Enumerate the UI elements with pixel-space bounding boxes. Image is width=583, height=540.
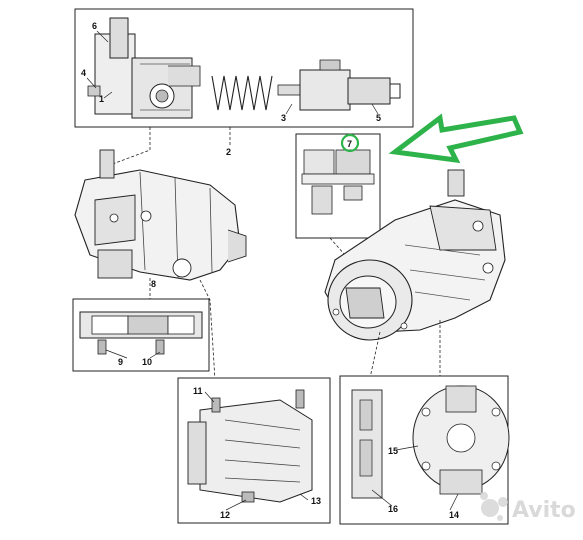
callout-12: 12 <box>220 510 230 520</box>
highlight-circle <box>340 133 360 153</box>
detail-box-housing <box>177 377 331 524</box>
left-motor-illustration <box>74 149 247 281</box>
callout-6: 6 <box>92 21 97 31</box>
leader-line-2 <box>109 127 231 166</box>
leader-line-7 <box>329 237 346 256</box>
callout-3: 3 <box>281 113 286 123</box>
callout-7: 7 <box>347 139 352 149</box>
callout-leaders <box>86 30 459 511</box>
detail-box-piston <box>72 298 210 372</box>
callout-8: 8 <box>151 279 156 289</box>
callout-14: 14 <box>449 510 459 520</box>
callout-13: 13 <box>311 496 321 506</box>
leader-line-lower <box>369 320 441 379</box>
leader-line-8 <box>149 278 216 381</box>
green-arrow <box>388 113 524 164</box>
callout-15: 15 <box>388 446 398 456</box>
callout-10: 10 <box>142 357 152 367</box>
callout-5: 5 <box>376 113 381 123</box>
avito-logo-icon <box>480 492 508 521</box>
callout-2: 2 <box>226 147 231 157</box>
callout-16: 16 <box>388 504 398 514</box>
avito-watermark: Avito <box>480 492 576 523</box>
detail-box-end-cover <box>339 375 510 525</box>
callout-11: 11 <box>193 386 203 396</box>
watermark-text: Avito <box>512 498 576 523</box>
detail-box-regulator <box>74 8 414 128</box>
callout-4: 4 <box>81 68 86 78</box>
right-motor-illustration <box>324 169 506 341</box>
callout-9: 9 <box>118 357 123 367</box>
callout-1: 1 <box>99 94 104 104</box>
callout-labels: 6 4 1 3 5 2 7 8 9 10 11 12 13 14 15 16 <box>81 21 459 520</box>
detail-box-7 <box>295 133 381 239</box>
